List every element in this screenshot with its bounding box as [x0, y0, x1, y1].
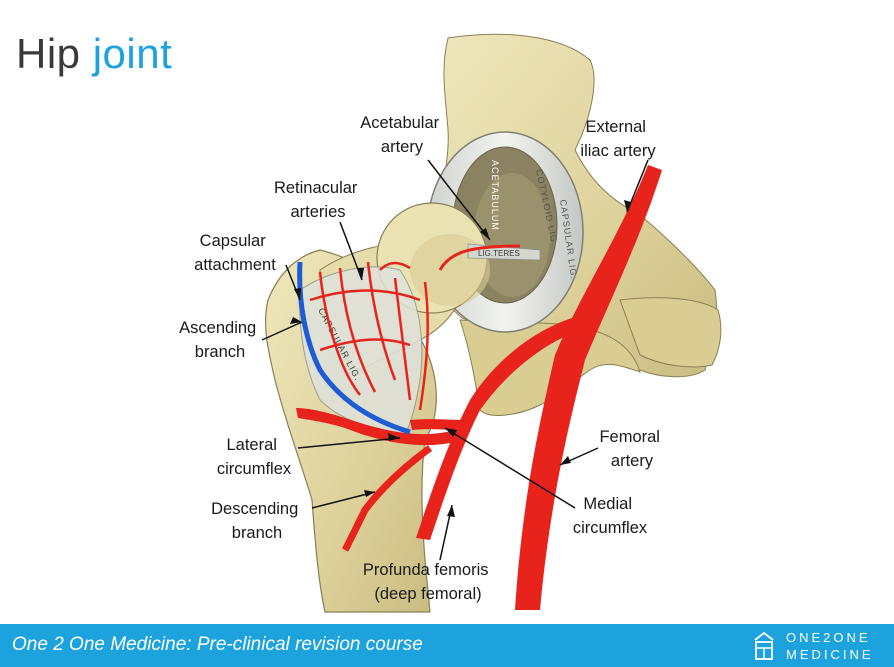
- label-retinacular-arteries: Retinacular arteries: [274, 179, 362, 221]
- profunda-femoris-artery: [416, 318, 580, 540]
- building-icon: [754, 631, 774, 660]
- footer-bar: One 2 One Medicine: Pre-clinical revisio…: [0, 624, 894, 667]
- label-external-iliac: External iliac artery: [580, 118, 656, 160]
- medial-circumflex-artery: [410, 419, 470, 432]
- title-part2: joint: [92, 30, 173, 77]
- brand-logo: ONE2ONE MEDICINE: [752, 629, 892, 663]
- acetabulum-inner: [474, 173, 550, 297]
- acetabular-artery: [438, 244, 521, 271]
- lig-teres-text: LIG.TERES: [478, 249, 520, 258]
- page-title: Hip joint: [16, 30, 172, 78]
- arrowheads: [290, 200, 631, 517]
- label-lateral-circumflex: Lateral circumflex: [217, 436, 292, 478]
- ascending-branch-vessel: [297, 261, 411, 435]
- label-ascending-branch: Ascending branch: [179, 319, 261, 361]
- label-descending-branch: Descending branch: [211, 500, 303, 542]
- title-part1: Hip: [16, 30, 81, 77]
- descending-branch-artery: [341, 445, 433, 552]
- label-capsular-attachment: Capsular attachment: [194, 232, 276, 274]
- label-medial-circumflex: Medial circumflex: [573, 495, 648, 537]
- brand-line1: ONE2ONE: [786, 630, 871, 645]
- footer-course-text: One 2 One Medicine: Pre-clinical revisio…: [12, 634, 423, 655]
- acetabulum-text: ACETABULUM: [490, 160, 500, 231]
- hip-joint-diagram: ACETABULUM COTYLOID LIG. CAPSULAR LIG. C…: [179, 33, 722, 613]
- lateral-circumflex-artery: [296, 408, 455, 446]
- label-profunda-femoris: Profunda femoris (deep femoral): [363, 561, 493, 603]
- label-acetabular-artery: Acetabular artery: [360, 114, 443, 156]
- label-femoral-artery: Femoral artery: [599, 428, 664, 470]
- retinacular-arteries: [309, 261, 429, 411]
- brand-line2: MEDICINE: [786, 647, 874, 662]
- femoral-artery: [515, 165, 662, 610]
- pubis-bone: [619, 297, 722, 368]
